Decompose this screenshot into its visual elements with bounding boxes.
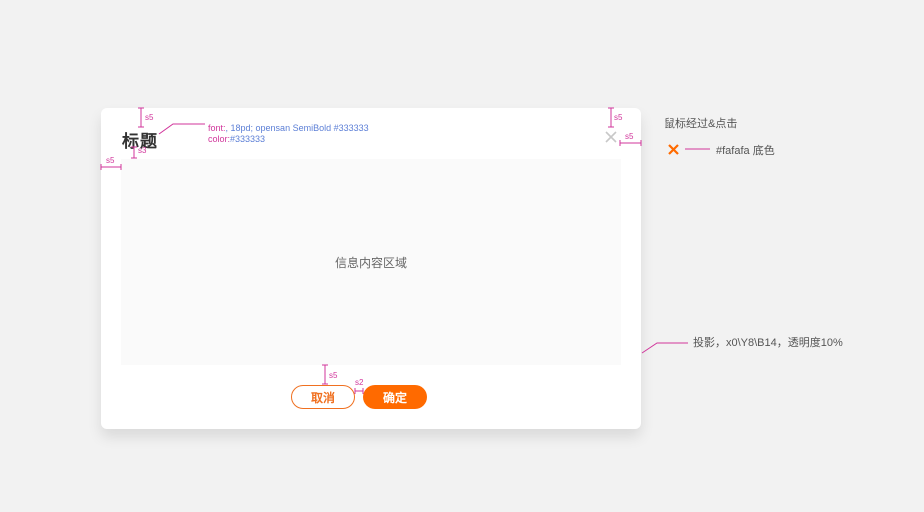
color-spec-note: color:#333333: [208, 129, 265, 147]
font-spec-text: , 18pd; opensan SemiBold #333333: [225, 123, 369, 133]
spacing-label-left: s5: [106, 156, 115, 165]
close-icon-hover: [667, 143, 680, 156]
content-text: 信息内容区域: [334, 255, 407, 270]
hover-desc: #fafafa 底色: [716, 145, 775, 157]
spacing-label-close-top: s5: [614, 113, 623, 122]
font-spec-prefix: font:: [208, 123, 226, 133]
font-spec-note: font:, 18pd; opensan SemiBold #333333: [208, 118, 369, 136]
color-spec-text: #333333: [230, 134, 266, 144]
shadow-desc: 投影，x0\Y8\B14，透明度10%: [693, 337, 843, 349]
spacing-label-title-bottom: s3: [138, 146, 147, 155]
dialog-title: 标题: [122, 132, 158, 152]
spacing-label-buttons: s2: [355, 378, 364, 387]
spacing-label-content-bottom: s5: [329, 371, 338, 380]
color-spec-prefix: color:: [208, 134, 231, 144]
close-icon[interactable]: [604, 129, 618, 143]
content-area: 信息内容区域: [121, 159, 621, 365]
spacing-label-right: s5: [625, 132, 634, 141]
cancel-button[interactable]: 取消: [291, 385, 355, 409]
confirm-button[interactable]: 确定: [363, 385, 427, 409]
spacing-label-top: s5: [145, 113, 154, 122]
dialog: 标题 信息内容区域 取消 确定: [101, 108, 641, 429]
hover-title: 鼠标经过&点击: [664, 118, 738, 130]
